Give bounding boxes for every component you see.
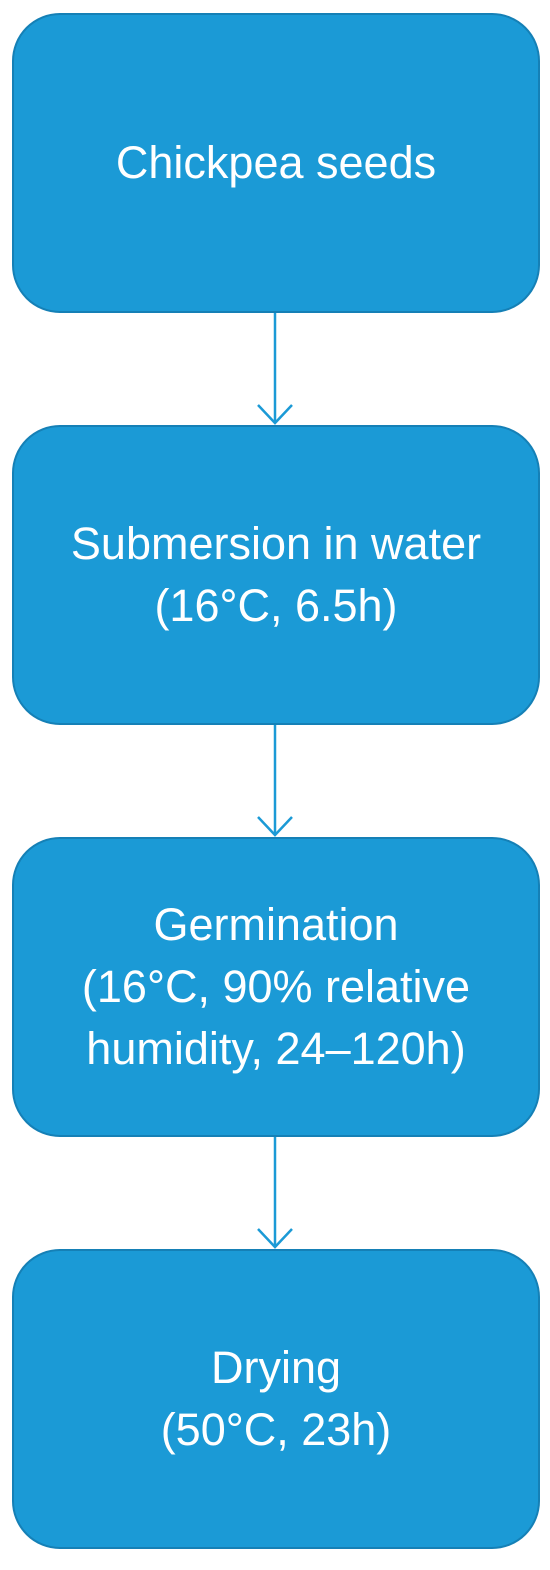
step-label-line: Germination [153,899,399,950]
step-condition-line: (16°C, 90% relative [81,961,471,1012]
step-condition-line: (50°C, 23h) [160,1404,392,1455]
step-germination: Germination (16°C, 90% relative humidity… [12,837,540,1137]
step-label-line: Drying [210,1342,342,1393]
step-chickpea-seeds: Chickpea seeds [12,13,540,313]
step-label-line: Chickpea seeds [115,137,437,188]
step-drying: Drying (50°C, 23h) [12,1249,540,1549]
down-arrow-icon [255,1137,295,1249]
step-submersion-in-water: Submersion in water (16°C, 6.5h) [12,425,540,725]
step-condition-line: (16°C, 6.5h) [154,580,398,631]
step-label-line: Submersion in water [70,518,482,569]
down-arrow-icon [255,313,295,425]
down-arrow-icon [255,725,295,837]
step-condition-line: humidity, 24–120h) [86,1023,466,1074]
